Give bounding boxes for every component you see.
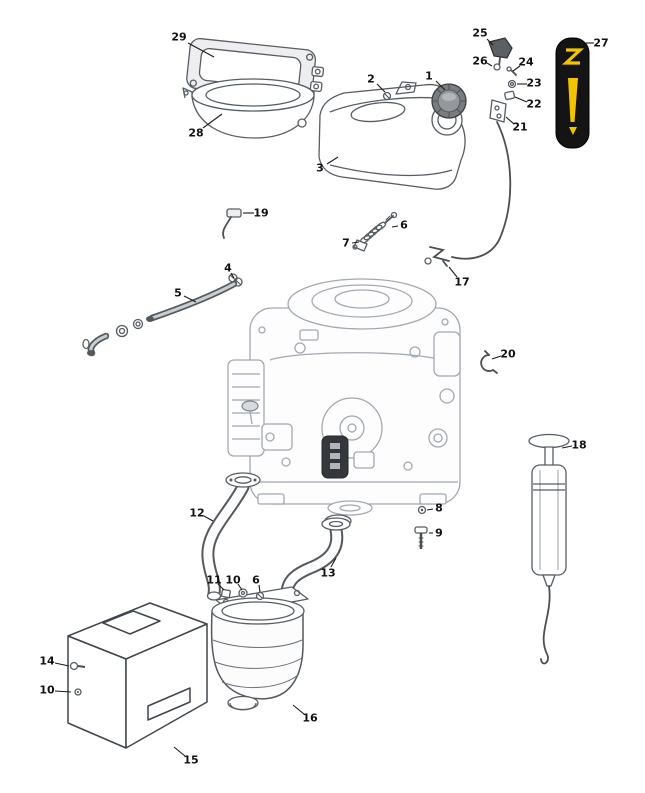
oil-dipstick: [241, 400, 259, 412]
bolt-long: [414, 526, 428, 549]
callout-leader-4-3: [326, 156, 339, 165]
callout-leader-9-22: [514, 96, 528, 103]
callout-label-29-14: 14: [39, 655, 55, 668]
arrow-down-icon: [569, 127, 577, 135]
callout-label-23-13: 13: [320, 567, 335, 580]
throttle-nut: [504, 90, 516, 101]
nut: [220, 588, 231, 599]
callout-label-8-23: 23: [526, 77, 541, 90]
callout-leader-27-16: [292, 704, 305, 715]
callout-label-13-6: 6: [400, 219, 408, 232]
callout-label-22-12: 12: [189, 507, 204, 520]
hose-clamp-ring: [480, 350, 498, 374]
callout-leader-30-10: [54, 690, 72, 693]
callout-label-20-8: 8: [435, 502, 443, 515]
callout-leader-29-14: [54, 662, 70, 667]
syringe: [528, 433, 570, 665]
callout-label-12-19: 19: [253, 207, 268, 220]
callout-label-18-20: 20: [500, 348, 516, 361]
callout-label-26-6: 6: [252, 574, 260, 587]
battery-box-slot: [147, 687, 191, 721]
callout-leader-5-25: [486, 38, 494, 46]
callout-label-10-21: 21: [512, 121, 527, 134]
callout-label-0-29: 29: [171, 31, 186, 44]
callout-label-30-10: 10: [39, 684, 55, 697]
callout-leader-18-20: [491, 355, 502, 360]
washer: [238, 588, 248, 598]
carburetor: [261, 423, 293, 451]
callout-label-9-22: 22: [526, 98, 541, 111]
muffler: [210, 586, 309, 711]
callout-label-6-26: 26: [472, 55, 488, 68]
retainer-clip: [222, 208, 242, 239]
callout-leader-23-13: [330, 557, 337, 568]
throttle-cable: [451, 121, 512, 260]
callout-label-5-25: 25: [472, 27, 487, 40]
warning-wedge-icon: [568, 78, 578, 122]
exhaust-pipe-left: [201, 472, 261, 601]
callout-label-24-11: 11: [206, 574, 221, 587]
callout-leader-28-15: [173, 746, 186, 757]
callout-label-28-15: 15: [183, 754, 198, 767]
callout-label-27-16: 16: [302, 712, 318, 725]
callout-leader-2-2: [376, 83, 386, 93]
callout-leader-24-11: [217, 583, 225, 591]
callout-leader-7-24: [512, 65, 521, 72]
syringe-tube: [540, 585, 551, 665]
callout-leader-25-10: [237, 583, 243, 591]
hose-fittings: [82, 318, 144, 357]
callout-leader-14-7: [351, 241, 360, 244]
battery-box: [67, 602, 208, 749]
air-cleaner-bowl: [182, 78, 315, 139]
callout-leader-0-29: [187, 42, 215, 58]
fuel-cap: [431, 83, 467, 119]
bolt-small: [417, 505, 427, 515]
callout-label-15-17: 17: [454, 276, 469, 289]
callout-label-3-1: 1: [425, 70, 433, 83]
callout-leader-3-1: [435, 80, 446, 91]
callout-label-2-2: 2: [367, 73, 375, 86]
callout-label-11-27: 27: [593, 37, 608, 50]
callout-label-14-7: 7: [342, 237, 350, 250]
callout-label-17-5: 5: [174, 287, 182, 300]
exhaust-pipe-right: [280, 517, 351, 599]
pulley: [327, 500, 373, 516]
throttle-control-assembly: [451, 37, 517, 260]
callout-leader-26-6: [258, 584, 261, 593]
fuel-cap-ridges: [431, 83, 467, 119]
callout-leader-22-12: [203, 515, 214, 522]
callout-leader-17-5: [183, 295, 197, 303]
callout-leader-10-21: [505, 116, 515, 125]
throttle-ring: [493, 63, 501, 71]
fuel-hose: [146, 280, 238, 322]
callout-leader-20-8: [426, 508, 434, 511]
tank-screw: [382, 91, 392, 101]
callout-label-1-28: 28: [188, 127, 203, 140]
throttle-bracket: [489, 99, 507, 123]
lightning-icon: [561, 48, 585, 65]
muffler-fasteners: [220, 588, 265, 601]
callout-leader-16-4: [230, 272, 235, 279]
engine: [227, 278, 461, 528]
callout-label-4-3: 3: [316, 162, 324, 175]
throttle-washer: [507, 79, 517, 89]
callout-leader-1-28: [202, 113, 223, 129]
callout-leader-19-18: [561, 445, 573, 449]
callout-label-7-24: 24: [518, 56, 534, 69]
callout-label-25-10: 10: [225, 574, 241, 587]
wire-bracket: [424, 246, 450, 267]
warning-decal: [555, 37, 590, 149]
callout-leader-6-26: [486, 62, 493, 67]
callout-leader-15-17: [448, 266, 458, 278]
callout-label-21-9: 9: [435, 527, 443, 540]
callout-label-19-18: 18: [571, 439, 586, 452]
callout-label-16-4: 4: [224, 262, 232, 275]
screw-and-spring: [352, 211, 398, 252]
callout-leader-13-6: [391, 225, 399, 228]
box-screws: [69, 661, 86, 696]
